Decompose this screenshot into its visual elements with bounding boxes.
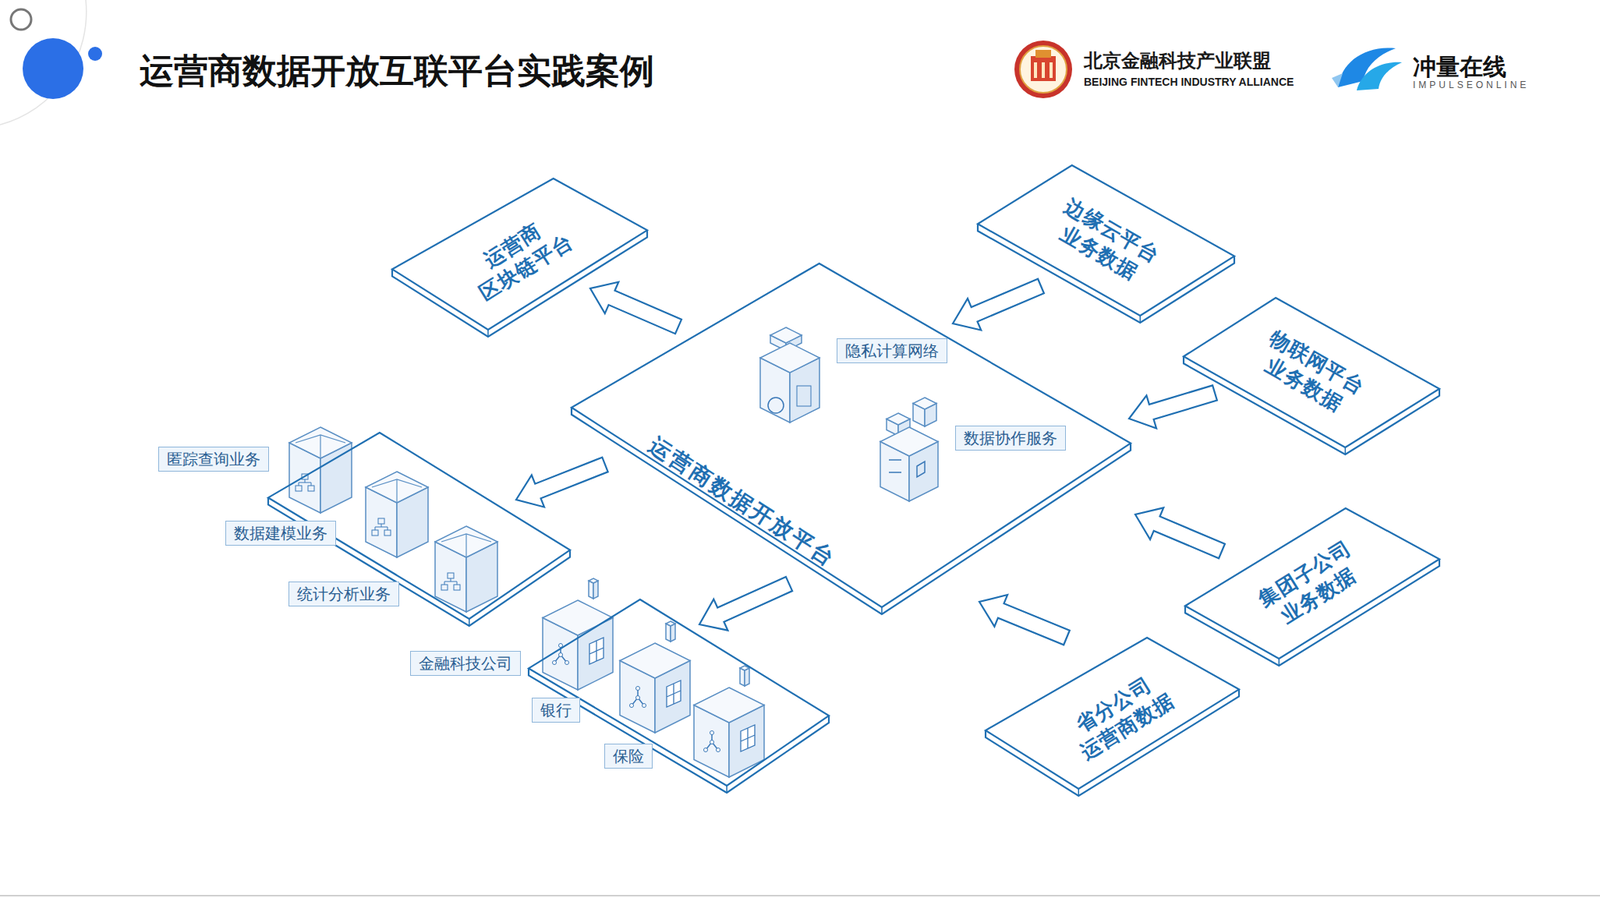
platform-box: 运营商数据开放平台 隐私计算网络数据协作服务 [571, 263, 1131, 615]
ring [10, 9, 32, 30]
alliance-logo [1014, 40, 1073, 99]
house-icon [619, 621, 691, 733]
logo-text: 冲量在线 [1412, 51, 1507, 84]
service-tag: 统计分析业务 [288, 581, 400, 607]
platform-box: 省分公司 运营商数据 [985, 637, 1239, 797]
title: 运营商数据开放互联平台实践案例 [139, 48, 655, 95]
privacy-icon [760, 327, 820, 423]
platform-box: 物联网平台 业务数据 [1183, 297, 1440, 455]
block-arrow [1135, 507, 1225, 559]
platform-title: 运营商 区块链平台 [457, 205, 581, 308]
block-arrow [590, 282, 682, 334]
service-tag: 金融科技公司 [410, 651, 521, 677]
logo-text: 北京金融科技产业联盟 [1083, 48, 1271, 74]
platform-box: 运营商 区块链平台 [392, 178, 648, 337]
platform-title: 集团子公司 业务数据 [1249, 533, 1374, 637]
tag-text: 隐私计算网络 [836, 338, 948, 364]
tag-box: 隐私计算网络 [836, 338, 948, 364]
platform-box: 集团子公司 业务数据 [1185, 508, 1440, 666]
tag-text: 数据协作服务 [955, 425, 1066, 451]
block-arrow [952, 279, 1045, 331]
service-tag: 数据建模业务 [225, 520, 337, 546]
rule [0, 895, 1600, 897]
platform-title: 省分公司 运营商数据 [1058, 664, 1183, 768]
collab-icon [880, 397, 939, 502]
dot [22, 38, 84, 100]
service-tag: 银行 [531, 697, 581, 723]
house-icon [542, 578, 613, 691]
logo-text: IMPULSEONLINE [1412, 79, 1530, 91]
block-arrow [979, 594, 1070, 645]
building-icon [435, 526, 498, 613]
platform-box: 金融科技公司银行保险 [528, 599, 829, 793]
service-tag: 保险 [604, 743, 653, 769]
platform-title: 运营商数据开放平台 [643, 431, 841, 573]
tag-box: 数据协作服务 [955, 425, 1066, 451]
impulse-logo [1331, 48, 1402, 91]
platform-title: 物联网平台 业务数据 [1249, 322, 1374, 424]
icons [289, 327, 939, 778]
building-icon [365, 471, 429, 558]
platform-box: 边缘云平台 业务数据 [977, 165, 1235, 323]
block-arrow [699, 576, 793, 631]
block-arrow [516, 457, 609, 508]
platform-box: 匿踪查询业务数据建模业务统计分析业务 [268, 432, 570, 627]
house-icon [693, 665, 765, 778]
arc [0, 0, 87, 125]
platform-outline [528, 599, 829, 793]
building-icon [289, 427, 352, 514]
service-tag: 匿踪查询业务 [158, 446, 270, 472]
block-arrow [1129, 385, 1218, 429]
dot [88, 46, 103, 61]
logo-text: BEIJING FINTECH INDUSTRY ALLIANCE [1083, 75, 1294, 89]
platform-title: 边缘云平台 业务数据 [1044, 191, 1169, 292]
